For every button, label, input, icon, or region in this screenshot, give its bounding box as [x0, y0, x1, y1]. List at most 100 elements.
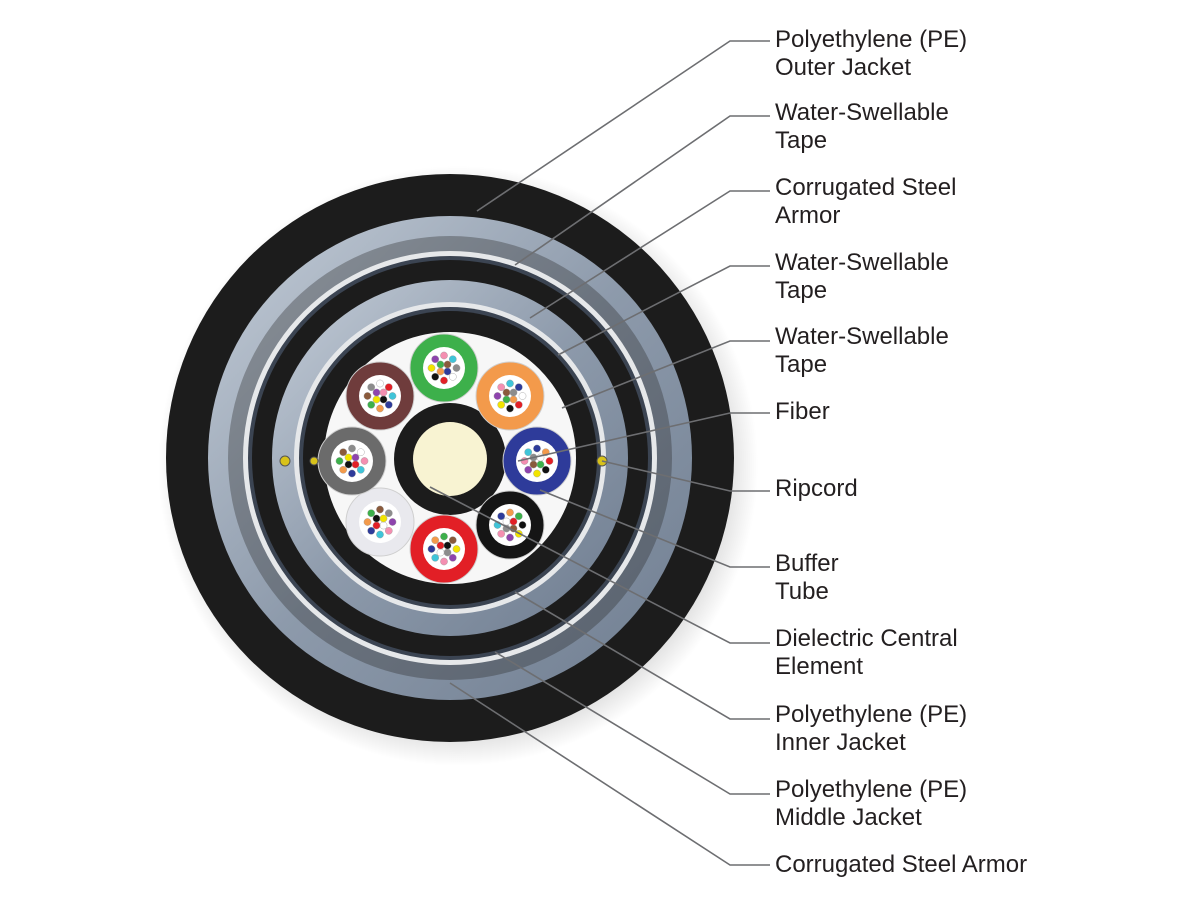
label-line: Outer Jacket: [775, 54, 912, 81]
fiber: [452, 364, 461, 372]
fiber: [367, 509, 376, 518]
label-pe-outer-jacket: Polyethylene (PE)Outer Jacket: [775, 26, 1195, 82]
fiber: [440, 557, 448, 566]
fiber: [367, 383, 376, 392]
fiber: [448, 372, 457, 381]
fiber: [436, 367, 445, 376]
fiber: [506, 508, 514, 517]
fiber: [518, 392, 527, 400]
fiber: [436, 360, 445, 369]
label-line: Ripcord: [775, 475, 858, 502]
ripcord-left: [279, 455, 291, 467]
buffer-tube-green-tube: [409, 333, 479, 403]
leader-line-water-swellable-tape-1: [514, 115, 770, 266]
fiber: [384, 400, 393, 409]
fiber: [351, 453, 360, 462]
cable-cross-section: [158, 166, 758, 766]
fiber: [356, 465, 365, 474]
fiber: [335, 457, 344, 465]
label-line: Water-Swellable: [775, 249, 949, 276]
fiber: [388, 392, 397, 400]
fiber: [351, 460, 360, 469]
fiber: [339, 448, 348, 457]
label-pe-inner-jacket: Polyethylene (PE)Inner Jacket: [775, 701, 1195, 757]
label-line: Element: [775, 653, 864, 680]
fiber: [356, 448, 365, 457]
fiber: [497, 400, 506, 409]
fiber: [443, 367, 452, 376]
leader-line-water-swellable-tape-2: [557, 265, 770, 356]
fiber: [427, 364, 436, 372]
fiber: [379, 521, 388, 530]
fiber: [518, 521, 527, 529]
buffer-tube-gray-tube: [317, 426, 387, 496]
buffer-tube-blue-tube: [502, 426, 572, 496]
fiber: [506, 533, 514, 542]
fiber: [376, 530, 384, 539]
label-line: Water-Swellable: [775, 99, 949, 126]
label-line: Polyethylene (PE): [775, 776, 968, 803]
fiber: [360, 457, 369, 465]
fiber: [436, 541, 445, 550]
fiber: [339, 465, 348, 474]
fiber: [436, 548, 445, 557]
leader-line-ripcord: [601, 460, 770, 492]
fiber: [448, 554, 457, 562]
leader-line-corrugated-steel-armor-2: [449, 682, 770, 866]
fiber: [493, 392, 502, 400]
leader-line-pe-middle-jacket: [494, 651, 770, 795]
buffer-tube-red-tube: [409, 514, 479, 584]
fiber: [431, 355, 440, 364]
leader-lines: [429, 40, 770, 866]
fiber: [536, 460, 545, 469]
fiber: [524, 448, 533, 457]
buffer-tube-brown-tube: [345, 361, 415, 431]
label-fiber: Fiber: [775, 398, 1195, 426]
fiber: [506, 404, 514, 413]
leader-line-pe-inner-jacket: [514, 591, 770, 720]
fiber: [524, 465, 533, 474]
fiber: [497, 512, 506, 521]
fiber: [502, 388, 511, 397]
leader-line-corrugated-steel-armor-1: [529, 190, 770, 319]
label-line: Corrugated Steel Armor: [775, 851, 1028, 878]
label-line: Polyethylene (PE): [775, 26, 968, 53]
label-line: Water-Swellable: [775, 323, 949, 350]
fiber: [440, 376, 448, 385]
label-line: Fiber: [775, 398, 830, 425]
leader-line-pe-outer-jacket: [476, 40, 770, 212]
label-line: Corrugated Steel: [775, 174, 957, 201]
fiber: [515, 383, 523, 392]
fiber: [542, 465, 550, 474]
label-line: Armor: [775, 202, 841, 229]
fiber: [376, 379, 384, 388]
dielectric-central-element: [413, 422, 487, 496]
fiber: [431, 536, 440, 545]
label-line: Dielectric Central: [775, 625, 958, 652]
fiber: [363, 392, 372, 400]
leader-line-dielectric-central-element: [429, 486, 770, 644]
fiber: [372, 388, 381, 397]
fiber: [372, 521, 381, 530]
fiber: [443, 548, 452, 557]
fiber: [515, 512, 523, 521]
fiber: [509, 517, 518, 526]
fiber: [384, 383, 393, 392]
fiber: [344, 460, 353, 469]
label-pe-middle-jacket: Polyethylene (PE)Middle Jacket: [775, 776, 1195, 832]
fiber: [529, 460, 538, 469]
fiber: [509, 388, 518, 397]
label-line: Tape: [775, 277, 828, 304]
fiber: [379, 395, 388, 404]
label-line: Polyethylene (PE): [775, 701, 968, 728]
fiber: [545, 457, 554, 465]
fiber: [379, 514, 388, 523]
leader-line-fiber: [517, 412, 770, 462]
fiber: [348, 444, 356, 453]
fiber: [440, 351, 448, 360]
fiber: [348, 469, 356, 478]
